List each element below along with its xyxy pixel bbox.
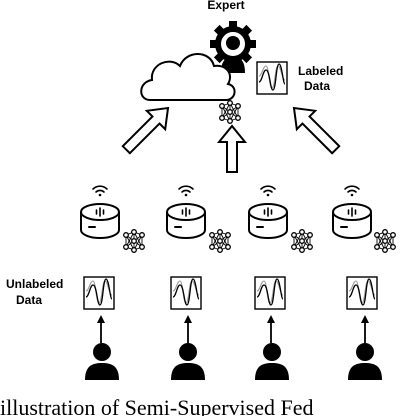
unlabeled-data-waveform-icon xyxy=(254,276,286,310)
data-collection-arrow xyxy=(266,314,276,344)
local-model-icon xyxy=(209,229,231,253)
local-model-icon xyxy=(291,229,313,253)
upload-arrow-center xyxy=(216,124,248,173)
labeled-label-line1: Labeled xyxy=(298,64,343,78)
figure-caption: illustration of Semi-Supervised Fed xyxy=(0,395,313,416)
upload-arrow-left xyxy=(121,106,170,155)
user-person-icon xyxy=(85,343,119,380)
expert-label: Expert xyxy=(207,0,244,12)
unlabeled-label-line2: Data xyxy=(16,293,42,307)
unlabeled-data-label: Unlabeled Data xyxy=(6,277,67,307)
smart-speaker-icon xyxy=(248,203,288,239)
unlabeled-data-waveform-icon xyxy=(346,276,378,310)
data-collection-arrow xyxy=(96,314,106,344)
wifi-icon xyxy=(344,185,360,198)
user-person-icon xyxy=(348,343,382,380)
smart-speaker-icon xyxy=(80,203,120,239)
cloud-icon xyxy=(140,53,236,101)
expert-gear-person-icon xyxy=(210,21,256,73)
device-3 xyxy=(248,185,313,253)
unlabeled-label-line1: Unlabeled xyxy=(6,277,63,291)
user-person-icon xyxy=(255,343,289,380)
local-model-icon xyxy=(374,229,396,253)
labeled-label-line2: Data xyxy=(304,79,330,93)
wifi-icon xyxy=(92,185,108,198)
unlabeled-data-waveform-icon xyxy=(83,276,115,310)
smart-speaker-icon xyxy=(166,203,206,239)
device-2 xyxy=(166,185,231,253)
device-4 xyxy=(332,185,396,253)
global-model-icon xyxy=(219,100,241,124)
data-collection-arrow xyxy=(183,314,193,344)
labeled-data-label: Labeled Data xyxy=(298,64,347,93)
data-collection-arrow xyxy=(360,314,370,344)
unlabeled-data-waveform-icon xyxy=(170,276,202,310)
wifi-icon xyxy=(260,185,276,198)
upload-arrow-right xyxy=(292,106,341,155)
user-person-icon xyxy=(171,343,205,380)
local-model-icon xyxy=(123,229,145,253)
labeled-data-waveform-icon xyxy=(256,61,288,95)
smart-speaker-icon xyxy=(332,203,372,239)
wifi-icon xyxy=(178,185,194,198)
device-1 xyxy=(80,185,145,253)
